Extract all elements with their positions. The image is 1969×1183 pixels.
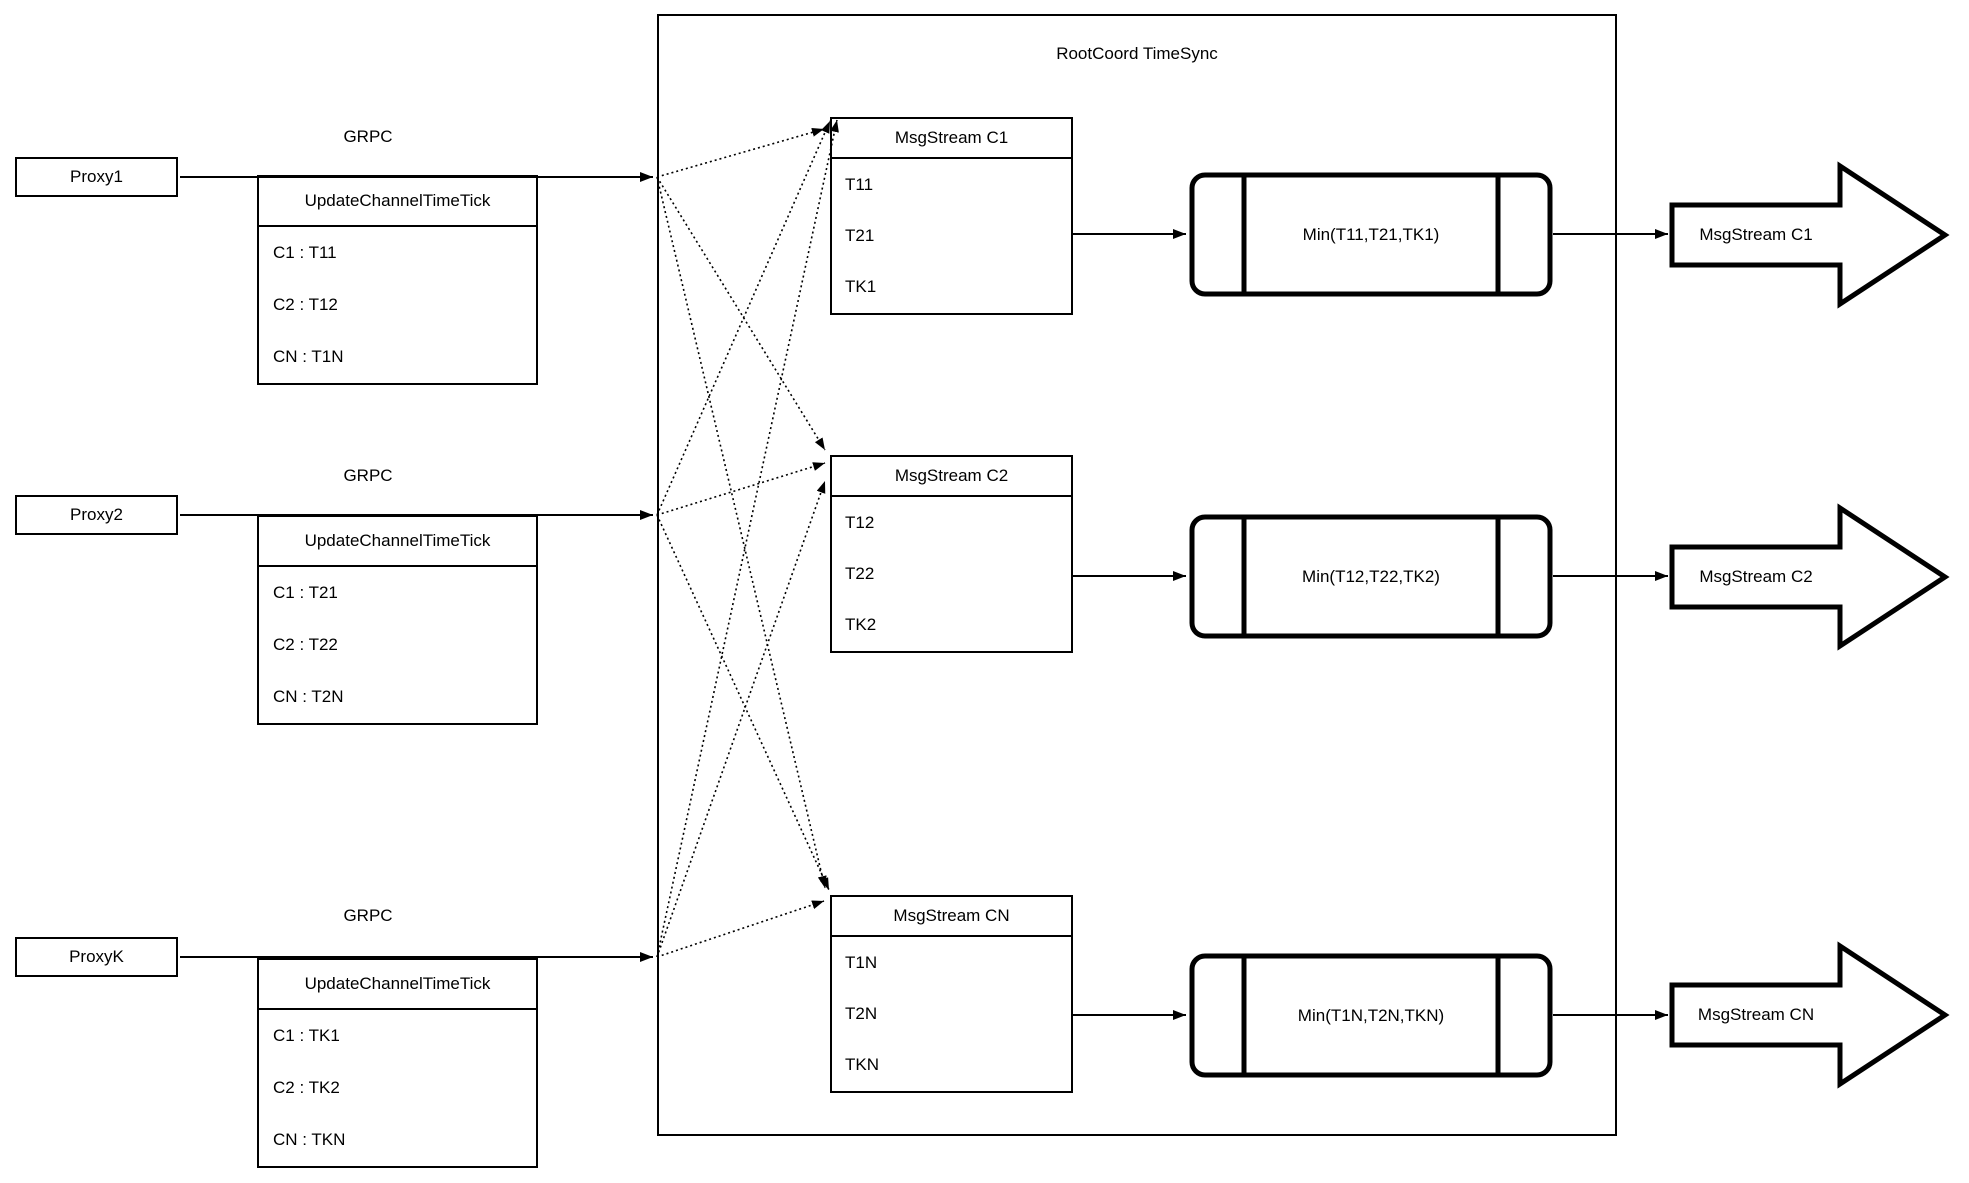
stream-table-row: T1N: [845, 952, 878, 972]
min-label-c1: Min(T11,T21,TK1): [1302, 224, 1440, 244]
rpc-table-row: C1 : T21: [273, 583, 338, 602]
stream-table-c2: MsgStream C2 T12 T22 TK2: [830, 455, 1073, 653]
min-label-c2: Min(T12,T22,TK2): [1302, 566, 1440, 586]
stream-table-c1: MsgStream C1 T11 T21 TK1: [830, 117, 1073, 315]
proxyk-label: ProxyK: [69, 947, 124, 966]
rpc-table-row: CN : T2N: [273, 687, 344, 706]
rootcoord-timesync-title: RootCoord TimeSync: [1056, 44, 1218, 63]
proxy2-label: Proxy2: [70, 505, 123, 524]
proxy1-box: Proxy1: [15, 157, 178, 197]
rpc-table-1: UpdateChannelTimeTick C1 : T11 C2 : T12 …: [257, 175, 538, 385]
output-arrow-label-c1: MsgStream C1: [1699, 225, 1813, 244]
rpc-table-row: C2 : TK2: [273, 1078, 340, 1097]
proxy2-box: Proxy2: [15, 495, 178, 535]
stream-table-row: T22: [845, 563, 875, 583]
rpc-table-row: C2 : T22: [273, 635, 338, 654]
stream-table-cn-header: MsgStream CN: [832, 897, 1071, 937]
stream-table-row: T21: [845, 225, 875, 245]
stream-table-c2-header: MsgStream C2: [832, 457, 1071, 497]
min-label-cn: Min(T1N,T2N,TKN): [1297, 1005, 1445, 1025]
rpc-table-1-header: UpdateChannelTimeTick: [259, 177, 536, 227]
rpc-table-3: UpdateChannelTimeTick C1 : TK1 C2 : TK2 …: [257, 958, 538, 1168]
rpc-table-row: C1 : T11: [273, 243, 337, 262]
grpc-label-2: GRPC: [343, 466, 393, 485]
stream-table-row: TK1: [845, 277, 877, 297]
rpc-table-3-header: UpdateChannelTimeTick: [259, 960, 536, 1010]
stream-table-row: TKN: [845, 1055, 879, 1075]
rpc-table-2-header: UpdateChannelTimeTick: [259, 517, 536, 567]
proxyk-box: ProxyK: [15, 937, 178, 977]
grpc-label-1: GRPC: [343, 127, 393, 146]
stream-table-c1-header: MsgStream C1: [832, 119, 1071, 159]
output-arrow-shapes: [1669, 161, 1950, 1089]
output-arrow-label-c2: MsgStream C2: [1699, 567, 1813, 586]
stream-table-cn: MsgStream CN T1N T2N TKN: [830, 895, 1073, 1093]
rpc-table-row: C1 : TK1: [273, 1026, 340, 1045]
grpc-label-3: GRPC: [343, 906, 393, 925]
proxy1-label: Proxy1: [70, 167, 123, 186]
output-arrow-label-cn: MsgStream CN: [1697, 1005, 1815, 1024]
rpc-table-row: CN : T1N: [273, 347, 344, 366]
rpc-table-row: C2 : T12: [273, 295, 338, 314]
stream-table-row: T11: [845, 174, 874, 194]
stream-table-row: T12: [845, 512, 875, 532]
stream-table-row: T2N: [845, 1003, 878, 1023]
stream-table-row: TK2: [845, 615, 877, 635]
rpc-table-row: CN : TKN: [273, 1130, 346, 1149]
rpc-table-2: UpdateChannelTimeTick C1 : T21 C2 : T22 …: [257, 515, 538, 725]
